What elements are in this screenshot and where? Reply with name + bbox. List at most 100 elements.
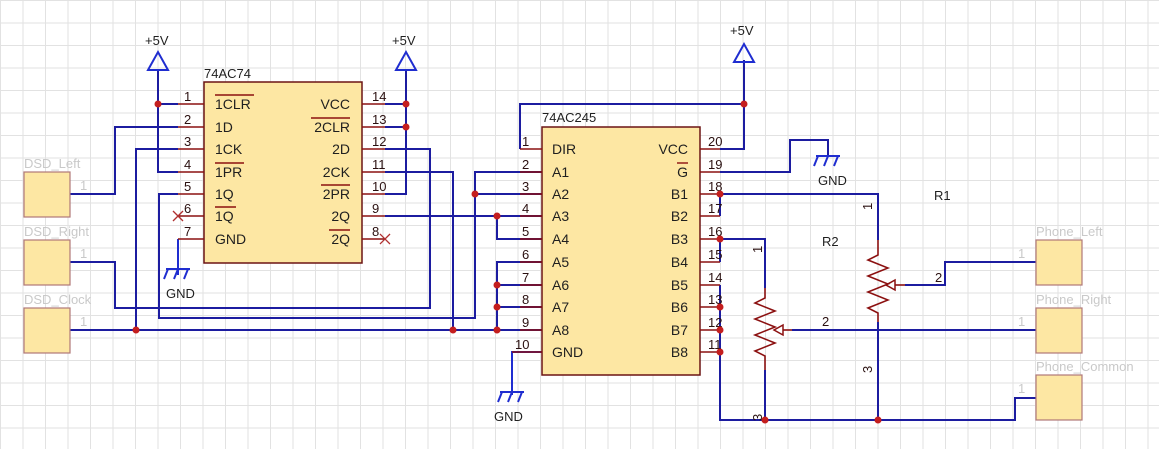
svg-text:20: 20 — [708, 134, 722, 149]
connector-dsd-right[interactable]: DSD_Right 1 — [23, 224, 89, 286]
svg-text:2: 2 — [822, 314, 829, 329]
svg-text:2CK: 2CK — [323, 164, 351, 180]
svg-text:+5V: +5V — [145, 33, 169, 48]
ic-name: 74AC74 — [204, 66, 251, 81]
connector-phone-left[interactable]: Phone_Left 1 — [1018, 224, 1103, 286]
svg-text:1: 1 — [1018, 381, 1025, 396]
svg-text:A6: A6 — [552, 277, 569, 293]
svg-text:2D: 2D — [332, 141, 350, 157]
svg-text:7: 7 — [184, 224, 191, 239]
svg-text:1: 1 — [860, 203, 875, 210]
svg-text:2: 2 — [522, 157, 529, 172]
svg-text:2PR: 2PR — [323, 186, 350, 202]
svg-text:B2: B2 — [671, 208, 688, 224]
svg-text:A3: A3 — [552, 208, 569, 224]
svg-text:1PR: 1PR — [215, 164, 242, 180]
svg-text:2: 2 — [935, 270, 942, 285]
connector-dsd-left[interactable]: DSD_Left 1 — [23, 156, 87, 218]
ground-symbol: GND — [494, 351, 542, 424]
svg-text:DSD_Right: DSD_Right — [24, 224, 89, 239]
svg-text:14: 14 — [372, 89, 386, 104]
svg-text:1: 1 — [80, 246, 87, 261]
svg-text:GND: GND — [166, 286, 195, 301]
svg-text:B6: B6 — [671, 299, 688, 315]
svg-text:B1: B1 — [671, 186, 688, 202]
svg-text:2CLR: 2CLR — [314, 119, 350, 135]
svg-text:B8: B8 — [671, 344, 688, 360]
svg-text:12: 12 — [372, 134, 386, 149]
svg-text:1CK: 1CK — [215, 141, 243, 157]
vcc-symbol: +5V — [145, 33, 170, 71]
svg-text:1Q: 1Q — [215, 208, 234, 224]
svg-text:4: 4 — [184, 157, 191, 172]
svg-text:9: 9 — [522, 315, 529, 330]
svg-text:8: 8 — [522, 292, 529, 307]
svg-text:14: 14 — [708, 270, 722, 285]
svg-text:1: 1 — [1018, 246, 1025, 261]
svg-text:DSD_Clock: DSD_Clock — [24, 292, 92, 307]
connector-phone-right[interactable]: Phone_Right 1 — [1018, 292, 1112, 354]
svg-text:A4: A4 — [552, 231, 569, 247]
svg-text:3: 3 — [750, 414, 765, 421]
svg-text:+5V: +5V — [730, 23, 754, 38]
svg-text:Phone_Left: Phone_Left — [1036, 224, 1103, 239]
svg-text:B3: B3 — [671, 231, 688, 247]
svg-text:VCC: VCC — [658, 141, 688, 157]
svg-text:1: 1 — [80, 314, 87, 329]
svg-text:B7: B7 — [671, 322, 688, 338]
svg-text:4: 4 — [522, 201, 529, 216]
ic-name: 74AC245 — [542, 110, 596, 125]
svg-text:+5V: +5V — [392, 33, 416, 48]
svg-text:1: 1 — [522, 134, 529, 149]
svg-text:A5: A5 — [552, 254, 569, 270]
svg-text:19: 19 — [708, 157, 722, 172]
svg-text:2: 2 — [184, 112, 191, 127]
svg-text:18: 18 — [708, 179, 722, 194]
ground-symbol: GND — [163, 239, 195, 301]
svg-text:1: 1 — [184, 89, 191, 104]
svg-text:6: 6 — [522, 247, 529, 262]
svg-text:10: 10 — [372, 179, 386, 194]
svg-text:1D: 1D — [215, 119, 233, 135]
svg-text:Phone_Right: Phone_Right — [1036, 292, 1112, 307]
svg-text:Phone_Common: Phone_Common — [1036, 359, 1134, 374]
resistor-label: R1 — [934, 188, 951, 203]
svg-text:3: 3 — [184, 134, 191, 149]
junctions — [132, 100, 882, 424]
svg-text:GND: GND — [552, 344, 583, 360]
svg-text:11: 11 — [708, 337, 722, 352]
svg-text:3: 3 — [522, 179, 529, 194]
svg-text:G: G — [677, 164, 688, 180]
svg-text:9: 9 — [372, 201, 379, 216]
resistor-label: R2 — [822, 234, 839, 249]
ground-symbol: GND — [813, 155, 847, 188]
svg-text:B5: B5 — [671, 277, 688, 293]
potentiometer-r2[interactable]: R2 1 2 3 — [750, 234, 839, 421]
connector-dsd-clock[interactable]: DSD_Clock 1 — [23, 292, 92, 354]
svg-text:11: 11 — [372, 157, 386, 172]
svg-text:1: 1 — [80, 178, 87, 193]
svg-text:12: 12 — [708, 315, 722, 330]
svg-text:5: 5 — [522, 224, 529, 239]
svg-text:17: 17 — [708, 201, 722, 216]
vcc-symbol: +5V — [730, 23, 756, 63]
svg-text:5: 5 — [184, 179, 191, 194]
svg-text:GND: GND — [494, 409, 523, 424]
svg-text:8: 8 — [372, 224, 379, 239]
connector-phone-common[interactable]: Phone_Common 1 — [1018, 359, 1134, 421]
svg-text:1Q: 1Q — [215, 186, 234, 202]
svg-text:1: 1 — [1018, 314, 1025, 329]
svg-text:10: 10 — [515, 337, 529, 352]
svg-text:A2: A2 — [552, 186, 569, 202]
svg-text:VCC: VCC — [320, 96, 350, 112]
svg-text:B4: B4 — [671, 254, 688, 270]
svg-text:16: 16 — [708, 224, 722, 239]
svg-text:A8: A8 — [552, 322, 569, 338]
svg-text:6: 6 — [184, 201, 191, 216]
potentiometer-r1[interactable]: R1 1 2 3 — [860, 188, 951, 373]
